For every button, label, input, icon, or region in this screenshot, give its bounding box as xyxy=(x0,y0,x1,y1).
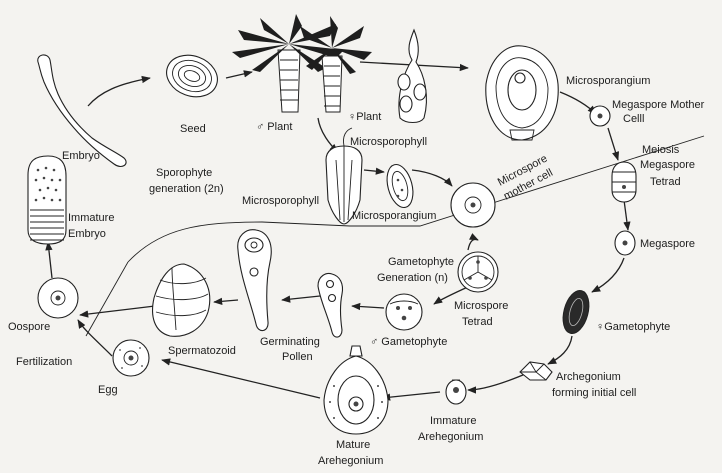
label-immature-archegonium-line1: Immature xyxy=(430,415,476,427)
arrow-egg-to-oospore xyxy=(78,320,112,356)
label-microspore-tetrad-line2: Tetrad xyxy=(462,316,493,328)
label-megaspore-tetrad-line1: Megaspore xyxy=(640,159,695,171)
label-immature-embryo-line1: Immature xyxy=(68,212,114,224)
label-gametophyte-generation-line1: Gametophyte xyxy=(388,256,454,268)
label-archegonium-initial-line2: forming initial cell xyxy=(552,387,636,399)
megasporophyll-figure xyxy=(398,30,426,123)
label-female-plant: ♀Plant xyxy=(348,111,381,123)
ovule-section-figure xyxy=(486,46,558,140)
microspore-mother-cell-figure xyxy=(451,183,495,227)
label-spermatozoid: Spermatozoid xyxy=(168,345,236,357)
arrow-to-male-gametophyte xyxy=(352,306,384,308)
germinating-pollen-small-figure xyxy=(318,274,343,338)
label-germinating-pollen-line1: Germinating xyxy=(260,336,320,348)
label-egg: Egg xyxy=(98,384,118,396)
label-oospore: Oospore xyxy=(8,321,50,333)
female-plant-figure xyxy=(300,16,372,112)
label-microsporophyll-top: Microsporophyll xyxy=(350,136,427,148)
label-male-plant: ♂ Plant xyxy=(256,121,292,133)
spermatozoid-figure xyxy=(153,264,210,336)
germinating-pollen-large-figure xyxy=(238,230,271,331)
arrow-to-microsporangium-mid xyxy=(364,170,384,172)
arrow-to-microspore-mother-cell xyxy=(412,170,452,186)
megaspore-tetrad-figure xyxy=(612,162,636,202)
megaspore-mother-cell-figure xyxy=(590,106,610,126)
label-embryo: Embryo xyxy=(62,150,100,162)
label-megaspore-mother-cell-line2: Celll xyxy=(623,113,644,125)
arrow-to-megaspore-tetrad xyxy=(608,128,618,160)
label-archegonium-initial-line1: Archegonium xyxy=(556,371,621,383)
arrow-to-female-gametophyte xyxy=(592,258,624,292)
label-male-gametophyte: ♂ Gametophyte xyxy=(370,336,447,348)
arrow-embryo-to-seed xyxy=(88,78,150,106)
label-germinating-pollen-line2: Pollen xyxy=(282,351,313,363)
fertilization-line xyxy=(86,262,128,336)
female-gametophyte-figure xyxy=(559,288,594,337)
arrow-to-egg xyxy=(162,360,320,398)
mature-archegonium-figure xyxy=(324,346,388,434)
immature-embryo-figure xyxy=(28,156,66,244)
arrow-to-microspore-tetrad xyxy=(468,239,478,250)
label-microsporophyll-left: Microsporophyll xyxy=(242,195,319,207)
label-gametophyte-generation-line2: Generation (n) xyxy=(377,272,448,284)
label-mature-archegonium-line2: Arehegonium xyxy=(318,455,383,467)
label-fertilization: Fertilization xyxy=(16,356,72,368)
microsporangium-mid-figure xyxy=(383,162,418,211)
oospore-figure xyxy=(38,278,78,318)
arrow-to-germinating-pollen xyxy=(282,296,320,300)
arrow-to-megaspore-mother-cell xyxy=(560,92,596,114)
label-female-gametophyte: ♀Gametophyte xyxy=(596,321,670,333)
arrow-to-immature-archegonium xyxy=(468,372,530,390)
egg-figure xyxy=(113,340,149,376)
arrow-seed-to-plant xyxy=(226,72,252,78)
label-mature-archegonium-line1: Mature xyxy=(336,439,370,451)
label-microspore-tetrad-line1: Microspore xyxy=(454,300,508,312)
label-microsporangium-top: Microsporangium xyxy=(566,75,650,87)
arrow-to-mature-archegonium xyxy=(382,392,440,398)
male-gametophyte-figure xyxy=(386,294,422,330)
label-megaspore-tetrad-line2: Tetrad xyxy=(650,176,681,188)
microspore-tetrad-figure xyxy=(458,252,498,292)
megaspore-figure xyxy=(615,231,635,255)
arrow-to-megaspore xyxy=(624,200,628,230)
archegonium-initial-cell-figure xyxy=(520,362,552,380)
arrow-oospore-to-embryo xyxy=(48,242,52,278)
label-megaspore: Megaspore xyxy=(640,238,695,250)
immature-archegonium-figure xyxy=(446,380,466,404)
label-immature-embryo-line2: Embryo xyxy=(68,228,106,240)
arrow-spermatozoid-to-oospore xyxy=(80,306,155,315)
arrow-pollen-to-spermatozoid xyxy=(214,300,238,302)
label-immature-archegonium-line2: Arehegonium xyxy=(418,431,483,443)
label-sporophyte-generation-line2: generation (2n) xyxy=(149,183,224,195)
label-meiosis: Meiosis xyxy=(642,144,680,156)
label-sporophyte-generation-line1: Sporophyte xyxy=(156,167,212,179)
arrow-to-archegonium-initial xyxy=(548,336,572,364)
seed-figure xyxy=(161,48,224,103)
label-seed: Seed xyxy=(180,123,206,135)
label-megaspore-mother-cell-line1: Megaspore Mother xyxy=(612,99,705,111)
label-microsporangium-mid: Microsporangium xyxy=(352,210,436,222)
